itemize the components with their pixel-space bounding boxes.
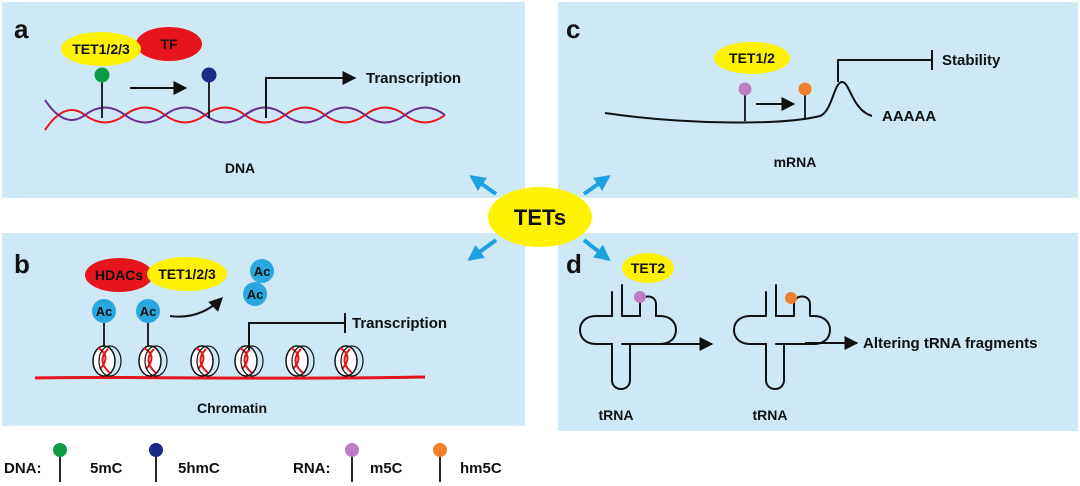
legend-5mc-mark	[53, 443, 67, 457]
dna-5mc-mark	[94, 67, 110, 83]
hdacs-bubble	[85, 258, 153, 292]
trna-m5c-mark	[634, 291, 646, 303]
tets-arrow-up-left	[469, 175, 498, 196]
tet2-bubble	[622, 253, 674, 283]
panel-c-background	[558, 2, 1078, 198]
nucleosome	[138, 345, 168, 377]
mrna-caption: mRNA	[774, 154, 817, 170]
released-acetyl-label: Ac	[254, 264, 271, 279]
deacetylation-arrow	[169, 297, 223, 318]
released-acetyl-label: Ac	[247, 287, 264, 302]
tets-label: TETs	[514, 205, 566, 230]
legend-dna-label: DNA:	[4, 460, 42, 477]
tf-label: TF	[160, 36, 178, 52]
acetyl-label: Ac	[96, 304, 113, 319]
mrna-hm5c-mark	[798, 82, 812, 96]
legend: DNA: 5mC 5hmC RNA: m5C hm5C	[4, 443, 502, 482]
acetyl-label: Ac	[140, 304, 157, 319]
chromatin-transcription-arrow	[248, 322, 345, 350]
trna-caption-left: tRNA	[599, 407, 634, 423]
hdacs-label: HDACs	[95, 267, 143, 283]
nucleosome	[190, 345, 220, 377]
released-acetyl-mark	[243, 282, 267, 306]
trna-caption-right: tRNA	[753, 407, 788, 423]
dna-transcription-arrow	[265, 71, 357, 118]
panel-a-background	[2, 2, 525, 198]
acetyl-mark	[136, 299, 160, 323]
mrna-m5c-mark	[738, 82, 752, 96]
panel-c: c TET1/2 Stability AAAAA mRNA	[558, 2, 1078, 198]
tet123-bubble-b	[147, 257, 227, 291]
dna-strand-purple	[44, 99, 446, 124]
dna-transcription-label: Transcription	[366, 70, 461, 87]
panel-b-letter: b	[14, 249, 30, 279]
tet123-label-a: TET1/2/3	[72, 41, 130, 57]
nucleosome	[234, 345, 264, 377]
nucleosome	[334, 345, 364, 377]
tet123-bubble-a	[61, 32, 141, 66]
legend-5hmc-mark	[149, 443, 163, 457]
tets-arrow-down-left	[467, 238, 498, 261]
tet12-bubble	[714, 42, 790, 74]
legend-m5c-label: m5C	[370, 460, 403, 477]
legend-5hmc-label: 5hmC	[178, 460, 220, 477]
panel-a-letter: a	[14, 14, 29, 44]
acetyl-mark	[92, 299, 116, 323]
panel-b: b	[2, 233, 525, 426]
tets-arrow-down-right	[582, 238, 611, 261]
chromatin-transcription-label: Transcription	[352, 315, 447, 332]
legend-5mc-label: 5mC	[90, 460, 123, 477]
tets-bubble	[488, 187, 592, 247]
panel-a: a Transcription TF TET1/2/3 DNA	[2, 2, 525, 198]
legend-m5c-mark	[345, 443, 359, 457]
stability-label: Stability	[942, 52, 1001, 69]
mrna-strand	[604, 80, 873, 124]
panel-c-letter: c	[566, 14, 580, 44]
panel-d: d TET2 Altering tRNA fragments tRNA tRNA	[558, 233, 1078, 431]
tet123-label-b: TET1/2/3	[158, 266, 216, 282]
center-tets: TETs	[467, 175, 611, 261]
tf-bubble	[136, 27, 202, 61]
panel-d-letter: d	[566, 249, 582, 279]
dna-5hmc-mark	[201, 67, 217, 83]
stability-arrow	[837, 59, 932, 82]
legend-hm5c-label: hm5C	[460, 460, 502, 477]
nucleosome	[285, 345, 315, 377]
tet2-label: TET2	[631, 260, 665, 276]
chromatin-backbone	[34, 375, 426, 380]
legend-rna-label: RNA:	[293, 460, 331, 477]
chromatin-caption: Chromatin	[197, 400, 267, 416]
tets-arrow-up-right	[582, 175, 611, 196]
released-acetyl-mark	[250, 259, 274, 283]
dna-caption: DNA	[225, 160, 255, 176]
trna-outcome-label: Altering tRNA fragments	[863, 335, 1037, 352]
polya-label: AAAAA	[882, 108, 936, 125]
nucleosome	[92, 345, 122, 377]
legend-hm5c-mark	[433, 443, 447, 457]
trna-hm5c-mark	[785, 292, 797, 304]
tet12-label: TET1/2	[729, 50, 775, 66]
